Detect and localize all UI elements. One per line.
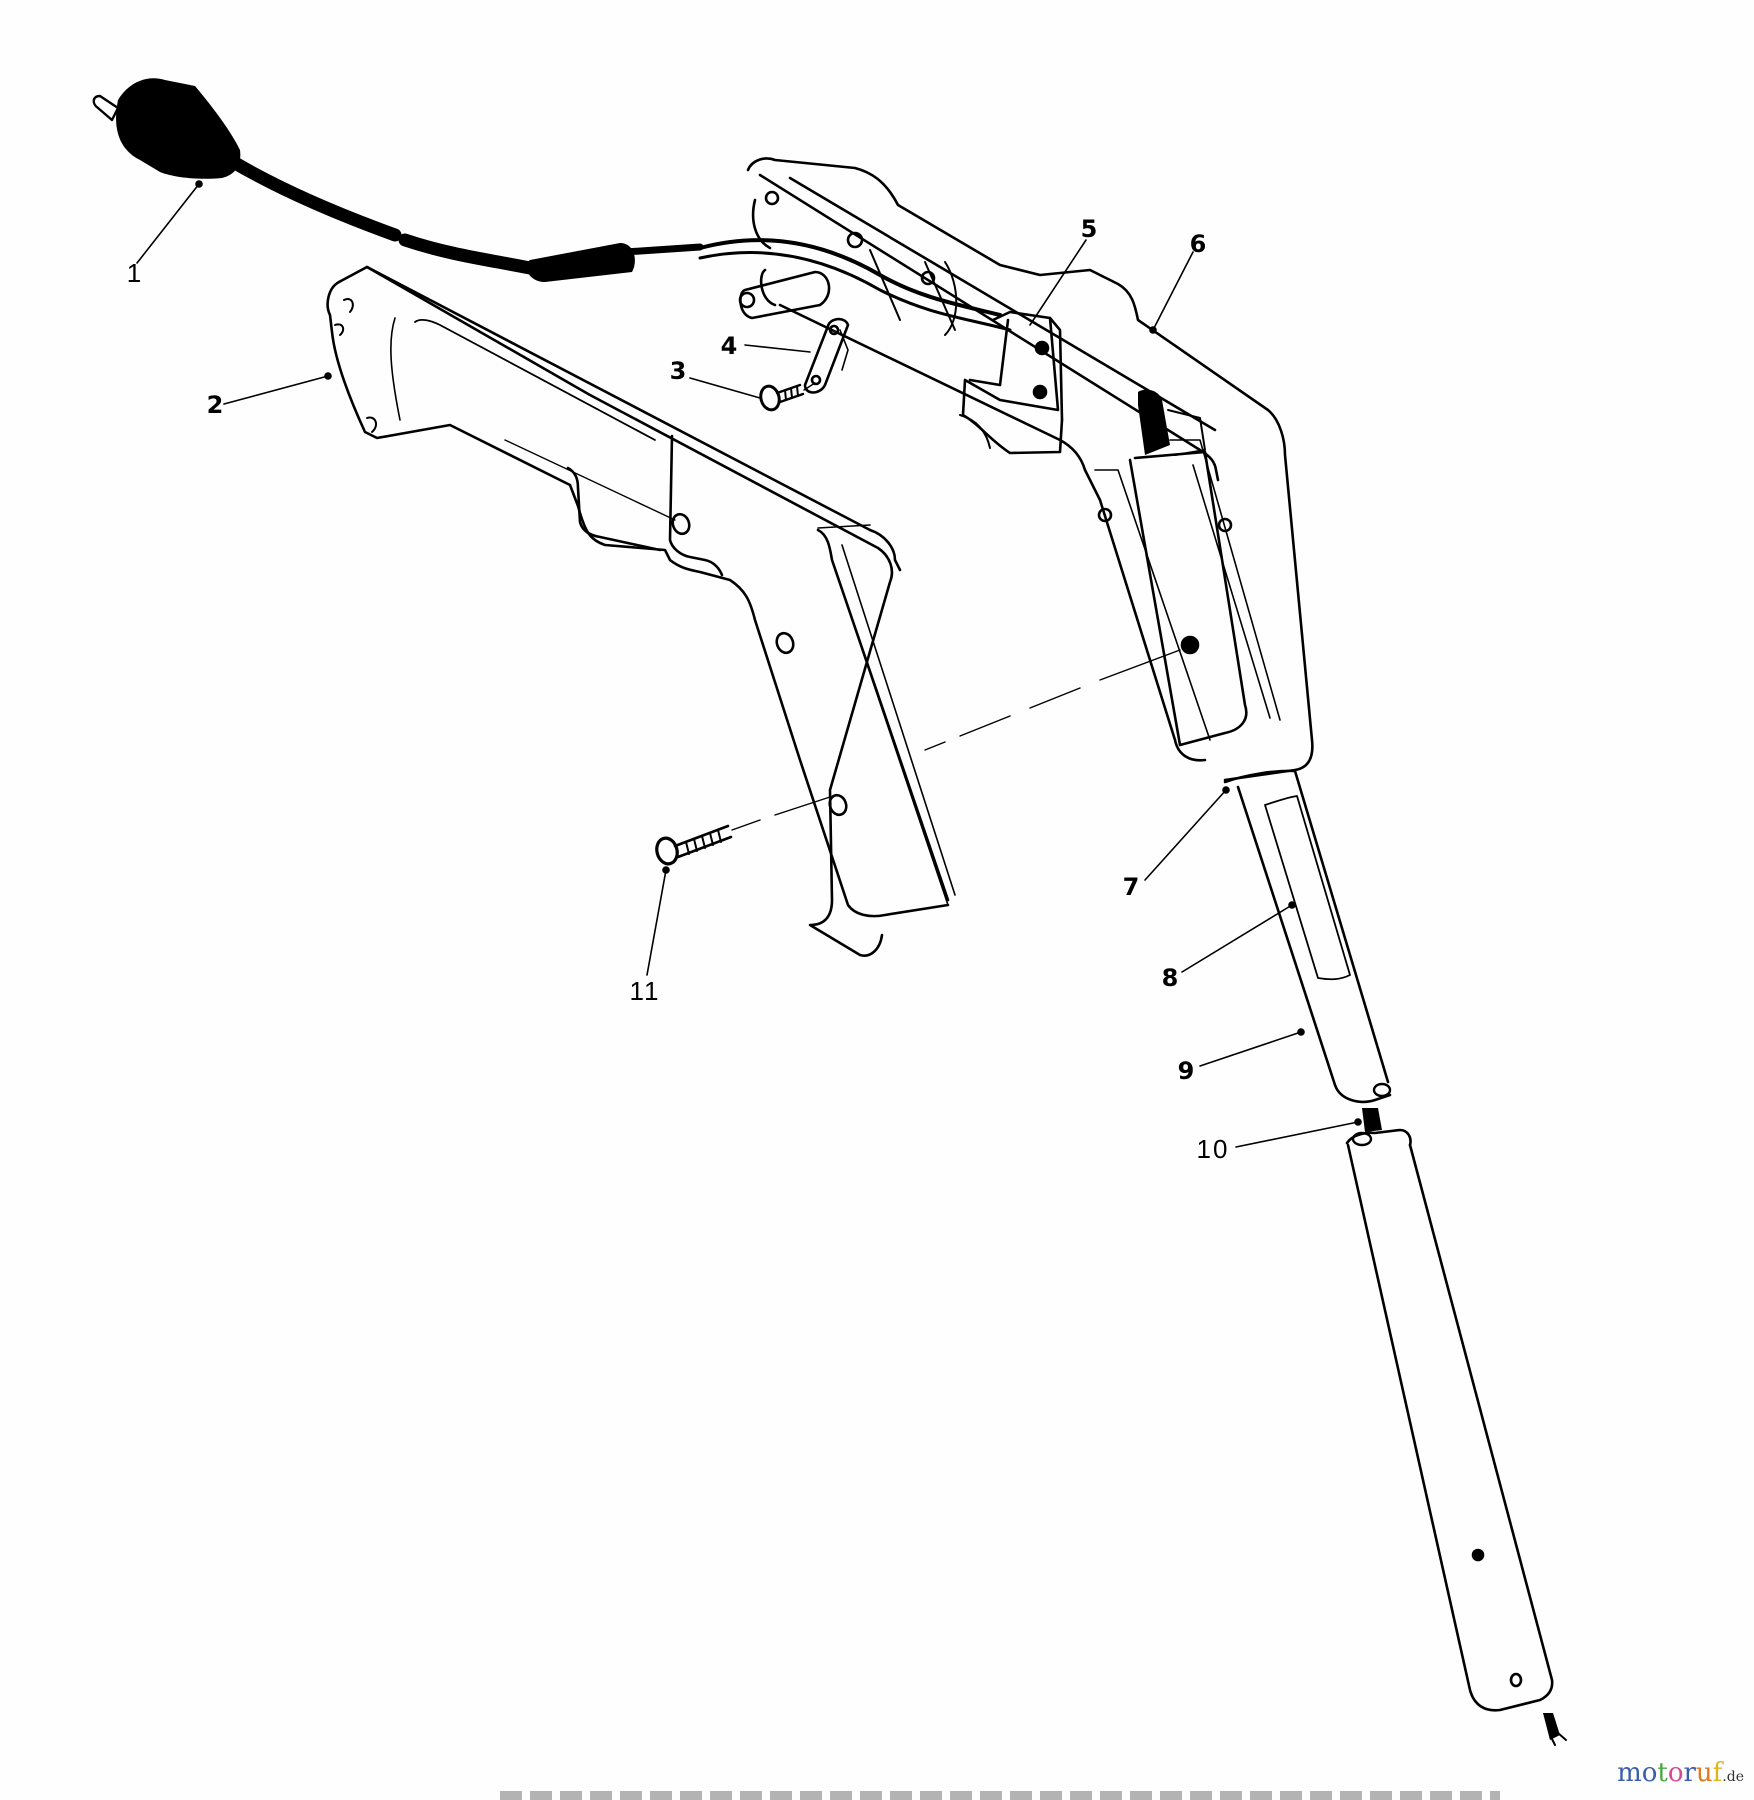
power-cord-plug	[92, 78, 704, 282]
callout-2: 2	[206, 391, 224, 419]
callout-4: 4	[720, 332, 738, 360]
handle-cover-left	[223, 265, 956, 957]
watermark-letter: f	[1712, 1758, 1723, 1788]
watermark-letter: u	[1695, 1758, 1713, 1788]
callout-11: 11	[629, 976, 661, 1006]
callout-1: 1	[126, 258, 144, 288]
watermark-letter: o	[1641, 1758, 1658, 1788]
screw-11	[646, 796, 831, 976]
watermark-letter: r	[1683, 1758, 1696, 1788]
upper-tube	[1144, 769, 1392, 1104]
handle-housing-right	[698, 157, 1314, 782]
connector	[1235, 1108, 1382, 1148]
callout-9: 9	[1177, 1057, 1195, 1085]
watermark-letter: t	[1657, 1758, 1668, 1788]
callout-10: 10	[1196, 1134, 1230, 1164]
switch	[959, 239, 1087, 455]
cropped-caption-strip	[500, 1791, 1500, 1800]
cord-clamp	[744, 317, 850, 394]
callout-7: 7	[1122, 873, 1140, 901]
screw-3	[689, 377, 816, 412]
callout-6: 6	[1189, 230, 1207, 258]
watermark-letter: o	[1667, 1758, 1684, 1788]
callout-3: 3	[669, 357, 687, 385]
lower-tube	[1345, 1128, 1567, 1746]
watermark-letters: motoruf	[1617, 1758, 1722, 1788]
callout-8: 8	[1161, 964, 1179, 992]
watermark-letter: m	[1617, 1758, 1642, 1788]
alignment-line	[924, 649, 1181, 751]
watermark-tld: .de	[1722, 1769, 1744, 1785]
watermark-logo: motoruf.de	[1617, 1760, 1744, 1786]
callout-5: 5	[1080, 215, 1098, 243]
